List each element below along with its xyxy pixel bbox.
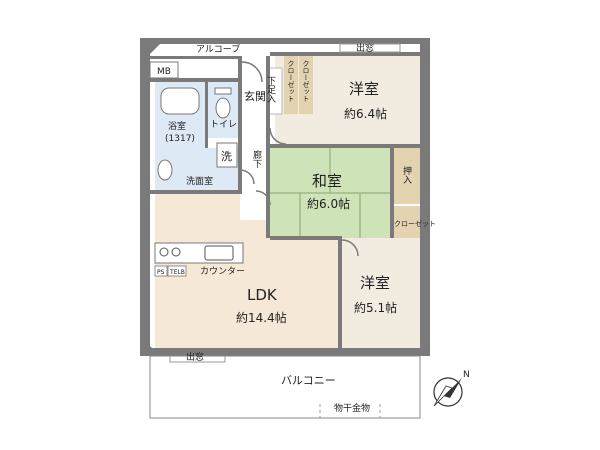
- alcove-label: アルコーブ: [196, 43, 240, 55]
- mb-box: [149, 61, 179, 79]
- western-room-north-name: 洋室: [349, 80, 379, 98]
- stove-burner: [159, 247, 169, 257]
- bay-window-top: [339, 43, 401, 53]
- closet-3-floor: [392, 206, 420, 238]
- closet-2-floor: [299, 56, 313, 114]
- toilet-bowl: [215, 97, 231, 119]
- closet-2-name: クローゼット: [302, 60, 310, 102]
- bath-name: 浴室: [168, 120, 186, 132]
- shoe-box-name: 下足入: [265, 76, 276, 103]
- closet-3-name: クローゼット: [394, 219, 436, 228]
- kitchen-sink: [204, 245, 234, 261]
- entrance-name: 玄関: [244, 89, 266, 103]
- oshiire-floor: [392, 148, 420, 204]
- telb-label: TELB: [169, 269, 185, 276]
- bay-window-top-label: 出窓: [356, 42, 374, 54]
- balcony-label: バルコニー: [281, 374, 336, 387]
- wash-machine-name: 洗: [221, 150, 232, 163]
- toilet-tank: [214, 87, 232, 95]
- mb-label: MB: [157, 67, 171, 77]
- door-swings: [239, 61, 359, 257]
- closet-1-name: クローゼット: [287, 60, 295, 102]
- interior-walls: [150, 52, 420, 348]
- stove-burner: [171, 247, 181, 257]
- bay-window-bottom-label: 出窓: [186, 351, 204, 363]
- toilet-name: トイレ: [210, 120, 237, 130]
- ps-box: [154, 265, 168, 277]
- ldk-name: LDK: [247, 286, 278, 304]
- japanese-room-area: 約6.0帖: [307, 196, 350, 211]
- laundry-pole: [319, 404, 381, 418]
- telb-box: [167, 265, 187, 277]
- tatami-lines: [270, 148, 390, 238]
- japanese-room-name: 和室: [312, 172, 342, 190]
- compass-icon: [433, 377, 463, 407]
- wash-basin: [157, 159, 173, 181]
- compass-n-label: N: [463, 370, 470, 380]
- ldk-floor: [155, 193, 340, 348]
- ldk-area: 約14.4帖: [236, 310, 287, 325]
- washing-machine-pan: [216, 142, 238, 168]
- washroom-name: 洗面室: [186, 175, 213, 187]
- oshiire-name: 押入: [401, 165, 412, 184]
- western-room-south-area: 約5.1帖: [354, 300, 397, 315]
- ps-label: PS: [157, 269, 165, 276]
- western-room-south-name: 洋室: [360, 274, 390, 292]
- western-room-south-floor: [340, 238, 420, 348]
- laundry-pole-label: 物干金物: [334, 402, 370, 414]
- balcony-outline: [149, 355, 421, 419]
- bathtub: [160, 87, 200, 115]
- bath-size: (1317): [165, 134, 195, 144]
- hallway-name: 廊下: [251, 149, 262, 169]
- closet-1-floor: [284, 56, 298, 114]
- outer-walls: [140, 38, 430, 356]
- western-room-north-area: 約6.4帖: [344, 106, 387, 121]
- counter-label: カウンター: [200, 266, 245, 277]
